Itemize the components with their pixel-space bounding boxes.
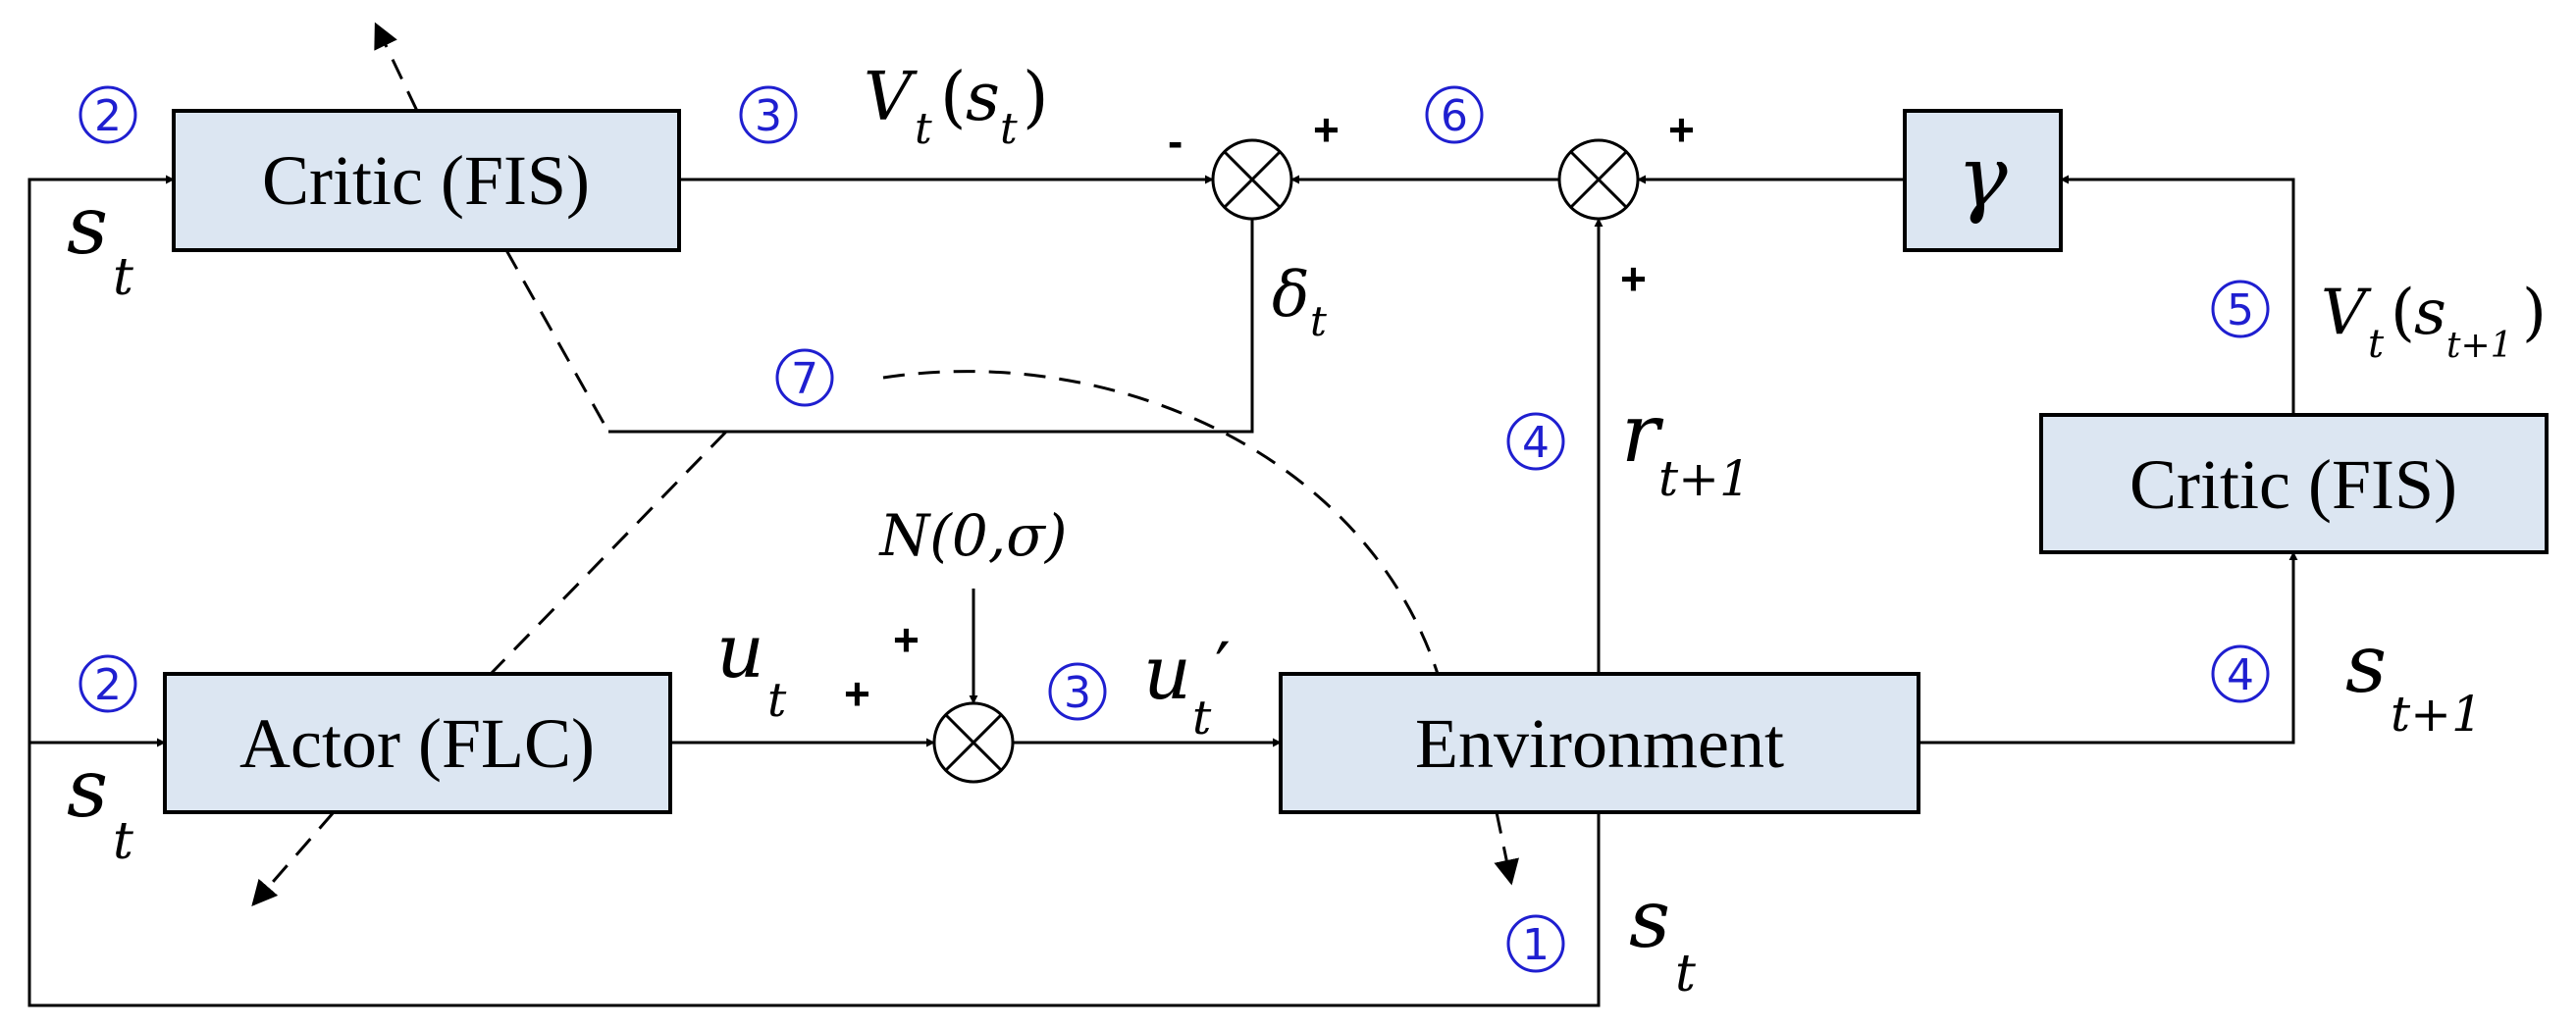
critic-top-label: Critic (FIS) [262,141,590,220]
svg-text:4: 4 [2227,650,2254,700]
step-marker-7: 7 [775,348,834,407]
svg-text:t: t [1000,104,1018,154]
step-marker-4-next-state: 4 [2211,644,2270,703]
svg-text:r: r [1621,387,1664,481]
svg-text:3: 3 [1064,668,1091,718]
svg-text:t: t [2368,322,2385,367]
plus-sign-noise: + [893,614,920,665]
svg-text:4: 4 [1522,418,1550,468]
svg-text:u: u [716,607,764,694]
svg-text:δ: δ [1272,259,1310,332]
svg-text:7: 7 [791,354,818,404]
actor-label: Actor (FLC) [239,704,595,783]
critic-right-label: Critic (FIS) [2129,445,2457,524]
sum-junction-target [1557,138,1640,221]
plus-sign-reward: + [1620,253,1647,304]
svg-text:s: s [67,743,108,836]
svg-text:s: s [2345,618,2387,711]
state-feedback-line [27,175,1601,1007]
svg-text:t: t [915,104,932,154]
svg-text:2: 2 [94,660,122,710]
svg-text:s: s [2414,277,2446,349]
svg-text:t+1: t+1 [2446,326,2513,366]
svg-text:6: 6 [1441,91,1468,141]
eligibility-curve [882,370,1440,675]
svg-text:t+1: t+1 [2391,686,2483,743]
step-marker-3-value: 3 [739,85,798,144]
actor-update-arrow [251,811,336,906]
svg-text:t: t [1310,297,1327,345]
next-state-line [1919,551,2298,745]
svg-text:(: ( [940,59,967,136]
sum-junction-noise [932,701,1015,784]
noise-label: N(0,σ) [878,502,1068,569]
step-marker-2-actor: 2 [79,654,137,713]
critic-update-arrow [374,22,419,112]
svg-text:): ) [2522,277,2547,349]
next-value-label: V t ( s t+1 ) [2321,277,2547,367]
step-marker-6: 6 [1425,85,1484,144]
svg-text:V: V [2321,277,2372,349]
next-state-label: s t+1 [2345,618,2483,743]
svg-text:5: 5 [2227,285,2254,335]
action-label: u t [716,607,787,728]
svg-text:2: 2 [94,91,122,141]
svg-text:V: V [864,59,918,136]
state-label-actor: s t [67,743,133,871]
svg-text:t: t [113,248,133,307]
critic-top-block: Critic (FIS) [172,109,681,252]
svg-text:′: ′ [1215,628,1231,708]
plus-sign-gamma: + [1668,104,1695,155]
plus-sign-action: + [844,668,870,719]
minus-sign: - [1168,116,1183,167]
environment-block: Environment [1279,672,1920,814]
step-marker-1: 1 [1506,914,1565,973]
reward-label: r t+1 [1621,387,1751,507]
critic-update-dash [504,249,610,433]
svg-text:3: 3 [755,91,782,141]
gamma-label: γ [1957,128,2008,227]
state-label-environment: s t [1629,873,1696,1003]
td-error-line [608,219,1254,434]
svg-text:s: s [67,180,108,273]
svg-text:t+1: t+1 [1658,450,1751,507]
step-marker-5: 5 [2211,280,2270,338]
critic-right-block: Critic (FIS) [2039,413,2549,554]
gamma-block: γ [1903,109,2063,252]
sum-junction-td-error [1211,138,1293,221]
svg-text:t: t [113,812,133,871]
step-marker-2-critic: 2 [79,85,137,144]
svg-text:(: ( [2391,277,2415,349]
svg-text:s: s [966,59,1000,136]
next-value-line [2060,175,2295,415]
svg-text:): ) [1023,59,1049,136]
svg-text:u: u [1143,629,1191,716]
step-marker-4-reward: 4 [1506,412,1565,471]
value-label: V t ( s t ) [864,59,1049,154]
svg-text:t: t [767,673,787,728]
step-marker-3-action: 3 [1048,662,1107,721]
perturbed-action-label: u t ′ [1143,628,1231,745]
plus-sign-td: + [1313,104,1340,155]
actor-update-dash [489,430,728,676]
state-label-critic: s t [67,180,133,307]
environment-label: Environment [1415,704,1784,783]
svg-text:s: s [1629,873,1670,966]
svg-text:t: t [1675,945,1696,1003]
environment-step-arrow [1494,811,1519,886]
svg-text:1: 1 [1522,920,1550,970]
svg-text:t: t [1192,691,1212,745]
td-error-label: δ t [1272,259,1327,345]
actor-block: Actor (FLC) [163,672,672,814]
